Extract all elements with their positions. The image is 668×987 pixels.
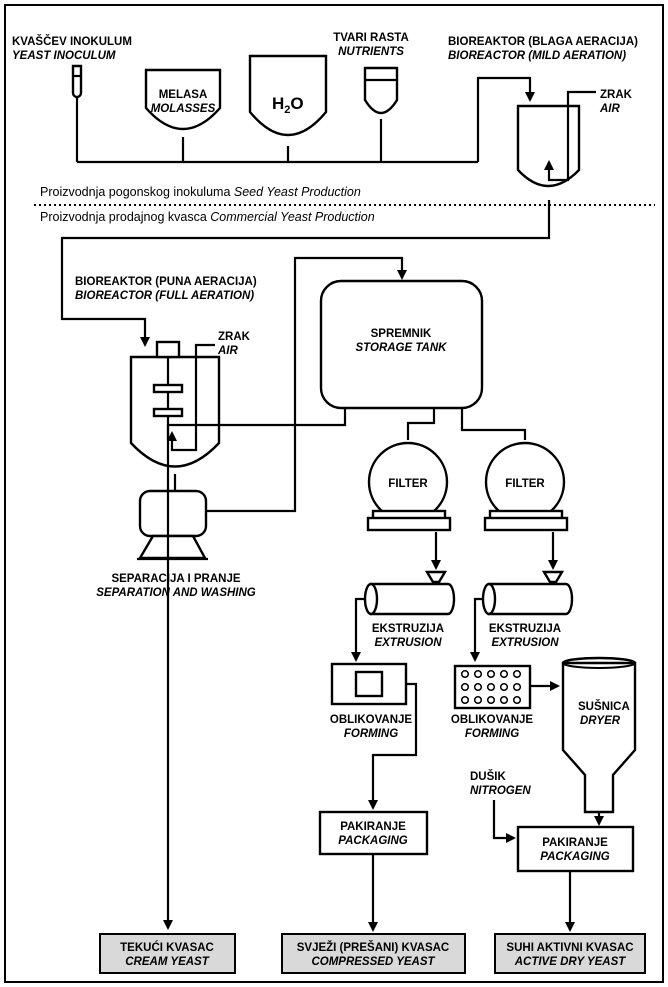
air-label-1-en: AIR [599,103,621,115]
separation-label: SEPARACIJA I PRANJE [111,573,240,585]
forming-1-label-en: FORMING [344,728,398,740]
pellet-grid [460,669,522,705]
yeast-inoculum-label-en: YEAST INOCULUM [12,50,116,62]
molasses-tank [144,68,222,131]
extrusion-2-label-en: EXTRUSION [491,637,559,649]
air-label-2-en: AIR [217,345,239,357]
nitrogen-label: DUŠIK [470,770,506,783]
storage-label: SPREMNIK [371,328,432,340]
packaging-box-1 [318,810,429,856]
storage-label-en: STORAGE TANK [356,342,448,354]
yeast-inoculum-label: KVAŠČEV INOKULUM [12,35,132,48]
commercial-section-label: Proizvodnja prodajnog kvasca Commercial … [40,210,375,224]
bioreactor-mild [516,104,581,188]
dryer-label: SUŠNICA [578,700,630,713]
compressed-yeast-label-en: COMPRESSED YEAST [311,956,435,968]
nutrients-vessel [363,66,399,115]
water-label: H2O [272,94,304,116]
cream-yeast-box [99,933,236,974]
storage-tank [319,279,484,410]
cream-yeast-label-en: CREAM YEAST [125,956,209,968]
extruder-1 [369,582,456,616]
packaging-1-label-en: PACKAGING [338,835,407,847]
air-label-1: ZRAK [600,89,633,101]
forming-2-label: OBLIKOVANJE [451,714,534,726]
bioreactor-full-label-en: BIOREACTOR (FULL AERATION) [75,290,254,302]
packaging-1-label: PAKIRANJE [340,821,406,833]
forming-2-label-en: FORMING [465,728,519,740]
filter-2-label: FILTER [505,478,545,490]
packaging-2-label-en: PACKAGING [540,851,609,863]
extruder-2 [487,582,574,616]
molasses-label-en: MOLASSES [151,103,216,115]
forming-1-label: OBLIKOVANJE [330,714,413,726]
bioreactor-mild-label-en: BIOREACTOR (MILD AERATION) [448,50,626,62]
molasses-label: MELASA [159,89,208,101]
extrusion-2-label: EKSTRUZIJA [489,623,561,635]
bioreactor-full-label: BIOREAKTOR (PUNA AERACIJA) [75,276,257,288]
filter-1-label: FILTER [388,478,428,490]
seed-section-label: Proizvodnja pogonskog inokuluma Seed Yea… [40,185,361,199]
nutrients-label: TVARI RASTA [333,32,409,44]
nutrients-label-en: NUTRIENTS [338,46,404,58]
diagram-border [4,4,664,983]
packaging-box-2 [516,825,635,873]
compressed-yeast-label: SVJEŽI (PREŠANI) KVASAC [297,941,450,954]
packaging-2-label: PAKIRANJE [542,837,608,849]
test-tube-icon [71,64,83,99]
dryer-label-en: DRYER [580,715,621,727]
centrifuge [138,489,208,538]
nitrogen-label-en: NITROGEN [470,785,531,797]
compressed-yeast-box [281,933,466,974]
dryer [561,661,637,814]
water-tank [248,54,328,137]
active-dry-yeast-box [494,933,646,974]
bioreactor-mild-label: BIOREAKTOR (BLAGA AERACIJA) [448,36,638,48]
extrusion-1-label-en: EXTRUSION [374,637,442,649]
cream-yeast-label: TEKUĆI KVASAC [120,941,214,954]
air-label-2: ZRAK [218,331,251,343]
active-dry-yeast-label-en: ACTIVE DRY YEAST [514,956,627,968]
extrusion-1-label: EKSTRUZIJA [372,623,444,635]
active-dry-yeast-label: SUHI AKTIVNI KVASAC [506,942,633,954]
separation-label-en: SEPARATION AND WASHING [96,587,256,599]
